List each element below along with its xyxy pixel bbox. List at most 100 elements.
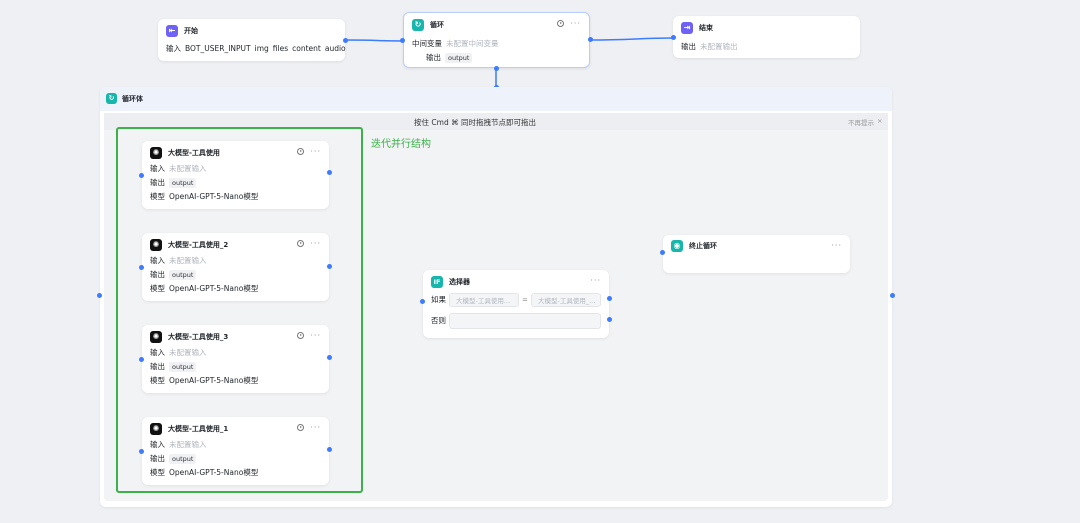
end-icon: ⇥ [681, 22, 693, 34]
llm-output-label: 输出 [150, 362, 165, 371]
start-input-var: files [272, 44, 289, 53]
start-inputs-row: 输入 BOT_USER_INPUT img files content audi… [166, 43, 346, 54]
stop-loop-input-port[interactable] [660, 250, 665, 255]
more-icon[interactable]: ··· [831, 241, 842, 250]
more-icon[interactable]: ··· [310, 239, 321, 248]
openai-icon: ✺ [150, 423, 162, 435]
llm-output-port[interactable] [327, 447, 332, 452]
llm-input-port[interactable] [139, 357, 144, 362]
run-icon[interactable] [297, 424, 305, 431]
else-condition[interactable] [449, 313, 601, 329]
if-output-port[interactable] [607, 296, 612, 301]
start-icon: ⇤ [166, 25, 178, 37]
start-node-title: 开始 [184, 27, 198, 35]
llm-output-port[interactable] [327, 355, 332, 360]
stop-loop-title: 终止循环 [689, 242, 717, 250]
end-node-title: 结束 [699, 24, 713, 32]
loop-var-placeholder: 未配置中间变量 [446, 39, 499, 48]
llm-model-value: OpenAI-GPT-5-Nano模型 [169, 468, 259, 477]
start-input-var: img [254, 44, 269, 53]
llm-model-label: 模型 [150, 192, 165, 201]
loop-input-port[interactable] [400, 38, 405, 43]
edge-start-loop [344, 39, 404, 42]
if-condition-left[interactable]: 大模型-工具使用... [449, 293, 519, 307]
llm-input-port[interactable] [139, 173, 144, 178]
start-node[interactable]: ⇤ 开始 输入 BOT_USER_INPUT img files content… [158, 19, 346, 61]
more-icon[interactable]: ··· [590, 276, 601, 285]
llm-input-port[interactable] [139, 265, 144, 270]
llm-output-row: 输出 output [150, 177, 197, 188]
llm-input-row: 输入未配置输入 [150, 255, 207, 266]
run-icon[interactable] [557, 20, 565, 27]
loop-icon: ↻ [412, 19, 424, 31]
end-input-port[interactable] [671, 35, 676, 40]
else-output-port[interactable] [607, 317, 612, 322]
run-icon[interactable] [297, 240, 305, 247]
llm-input-row: 输入未配置输入 [150, 163, 207, 174]
llm-input-row: 输入未配置输入 [150, 439, 207, 450]
if-condition-right[interactable]: 大模型-工具使用_... [531, 293, 601, 307]
end-node[interactable]: ⇥ 结束 输出 未配置输出 [673, 16, 860, 58]
loop-output-label: 输出 [426, 53, 441, 62]
close-icon[interactable]: × [877, 117, 883, 125]
stop-loop-node[interactable]: ◉ 终止循环 ··· [663, 235, 850, 273]
more-icon[interactable]: ··· [310, 331, 321, 340]
llm-model-value: OpenAI-GPT-5-Nano模型 [169, 192, 259, 201]
llm-output-tag: output [169, 453, 197, 464]
selector-node-title: 选择器 [449, 278, 470, 286]
loop-body-icon: ↻ [106, 93, 117, 104]
drag-hint-bar [104, 113, 888, 130]
drag-hint-text: 按住 Cmd ⌘ 同时拖拽节点即可拖出 [414, 118, 536, 127]
llm-node-actions: ··· [297, 423, 321, 432]
parallel-annotation-label: 迭代并行结构 [371, 139, 431, 150]
if-label: 如果 [431, 295, 446, 304]
llm-node-header: ✺ 大模型-工具使用 [150, 147, 220, 159]
hint-dismiss[interactable]: 不再提示 × [848, 117, 882, 127]
llm-node-title: 大模型-工具使用_2 [168, 241, 229, 249]
start-node-header: ⇤ 开始 [166, 25, 198, 37]
llm-model-value: OpenAI-GPT-5-Nano模型 [169, 284, 259, 293]
selector-node[interactable]: IF 选择器 ··· 如果 大模型-工具使用... = 大模型-工具使用_...… [423, 270, 609, 338]
start-input-var: audio [324, 44, 346, 53]
llm-input-port[interactable] [139, 449, 144, 454]
llm-output-label: 输出 [150, 454, 165, 463]
start-output-port[interactable] [343, 38, 348, 43]
loop-body-input-port[interactable] [97, 293, 102, 298]
llm-output-label: 输出 [150, 178, 165, 187]
llm-output-port[interactable] [327, 264, 332, 269]
run-icon[interactable] [297, 148, 305, 155]
more-icon[interactable]: ··· [310, 423, 321, 432]
loop-body-output-port[interactable] [890, 293, 895, 298]
llm-input-placeholder: 未配置输入 [169, 348, 207, 357]
hint-dismiss-label[interactable]: 不再提示 [848, 119, 874, 127]
llm-node-actions: ··· [297, 147, 321, 156]
end-output-label: 输出 [681, 42, 696, 51]
llm-node-title: 大模型-工具使用 [168, 149, 220, 157]
llm-node[interactable]: ✺ 大模型-工具使用 ··· 输入未配置输入 输出 output 模型 OpenAI… [142, 141, 329, 209]
llm-output-port[interactable] [327, 170, 332, 175]
selector-input-port[interactable] [420, 299, 425, 304]
loop-body-title-row: ↻ 循环体 [106, 93, 143, 104]
stop-icon: ◉ [671, 240, 683, 252]
llm-input-label: 输入 [150, 440, 165, 449]
if-badge-icon: IF [431, 276, 443, 288]
stop-loop-actions: ··· [831, 241, 842, 250]
llm-node-actions: ··· [297, 239, 321, 248]
if-condition-operator[interactable]: = [522, 296, 528, 304]
llm-output-tag: output [169, 177, 197, 188]
run-icon[interactable] [297, 332, 305, 339]
more-icon[interactable]: ··· [310, 147, 321, 156]
llm-input-placeholder: 未配置输入 [169, 164, 207, 173]
loop-body-port[interactable] [494, 66, 499, 71]
stop-loop-header: ◉ 终止循环 [671, 240, 717, 252]
loop-var-row: 中间变量 未配置中间变量 [412, 38, 499, 49]
more-icon[interactable]: ··· [570, 19, 581, 28]
loop-node[interactable]: ↻ 循环 ··· 中间变量 未配置中间变量 输出 output [403, 12, 590, 68]
loop-output-port[interactable] [588, 37, 593, 42]
loop-var-label: 中间变量 [412, 39, 442, 48]
